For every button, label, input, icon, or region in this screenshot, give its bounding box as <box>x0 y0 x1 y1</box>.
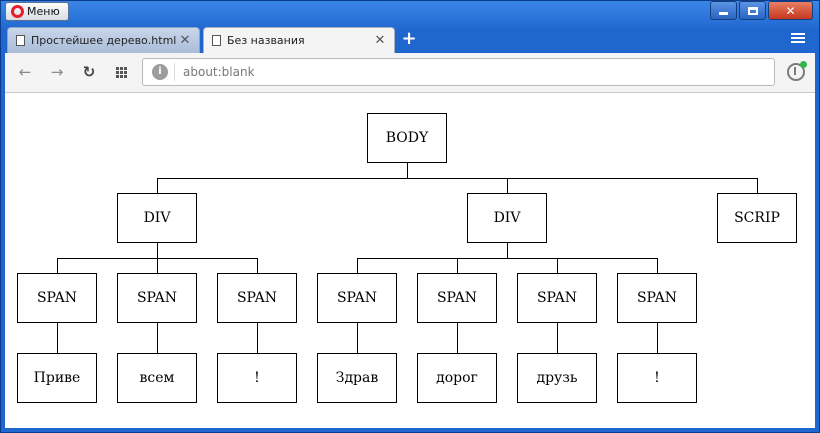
reload-button[interactable]: ↻ <box>79 62 99 82</box>
arrow-left-icon: ← <box>18 63 32 81</box>
tab-close-icon[interactable]: ✕ <box>179 33 191 48</box>
document-icon <box>212 35 221 46</box>
tree-connector <box>157 323 158 353</box>
minimize-icon <box>719 12 728 15</box>
tab-untitled[interactable]: Без названия ✕ <box>203 27 395 53</box>
tree-node-text: дорог <box>417 353 497 403</box>
tree-connector <box>57 258 58 273</box>
tree-connector <box>357 323 358 353</box>
opera-menu-button[interactable]: Меню <box>5 2 69 21</box>
tree-connector <box>757 178 758 193</box>
tree-connector <box>257 258 258 273</box>
tree-connector <box>157 178 158 193</box>
tree-node-span: SPAN <box>517 273 597 323</box>
tree-connector <box>57 323 58 353</box>
tree-connector <box>357 258 358 273</box>
tree-node-text: Здрав <box>317 353 397 403</box>
site-info-icon[interactable]: i <box>152 64 168 80</box>
address-separator <box>174 63 175 81</box>
speed-dial-button[interactable] <box>111 62 131 82</box>
opera-logo-icon <box>11 5 24 18</box>
tree-node-span: SPAN <box>17 273 97 323</box>
tree-node-span: SPAN <box>617 273 697 323</box>
tree-connector <box>657 323 658 353</box>
tab-close-icon[interactable]: ✕ <box>374 33 386 48</box>
new-tab-button[interactable]: + <box>401 28 417 49</box>
download-icon[interactable] <box>787 61 807 81</box>
tree-node-span: SPAN <box>217 273 297 323</box>
tab-strip: Простейшее дерево.html ✕ Без названия ✕ … <box>5 25 815 53</box>
tree-connector <box>257 323 258 353</box>
tree-node-span: SPAN <box>117 273 197 323</box>
tree-connector <box>657 258 658 273</box>
maximize-icon <box>747 6 758 15</box>
tree-node-span: SPAN <box>417 273 497 323</box>
tree-node-text: ! <box>617 353 697 403</box>
tree-node-text: друзь <box>517 353 597 403</box>
tab-title: Без названия <box>227 34 305 47</box>
grid-icon <box>115 66 127 78</box>
minimize-button[interactable] <box>710 1 737 20</box>
close-window-button[interactable]: ✕ <box>768 1 813 20</box>
tree-connector <box>507 178 508 193</box>
tree-node-text: Приве <box>17 353 97 403</box>
tree-connector <box>157 243 158 258</box>
tree-node-div: DIV <box>117 193 197 243</box>
tree-connector <box>557 323 558 353</box>
tree-node-text: ! <box>217 353 297 403</box>
tree-connector <box>507 243 508 258</box>
address-text: about:blank <box>183 65 255 79</box>
tree-connector <box>557 258 558 273</box>
menu-label: Меню <box>27 5 60 18</box>
address-bar[interactable]: i about:blank <box>142 58 775 86</box>
tree-connector <box>407 163 408 178</box>
maximize-button[interactable] <box>739 1 766 20</box>
back-button[interactable]: ← <box>15 62 35 82</box>
document-icon <box>16 35 25 46</box>
tree-node-span: SPAN <box>317 273 397 323</box>
tree-node-body: BODY <box>367 113 447 163</box>
tree-connector <box>457 323 458 353</box>
tab-menu-icon[interactable] <box>791 33 805 45</box>
tree-connector <box>157 178 758 179</box>
close-icon: ✕ <box>785 3 796 18</box>
tree-connector <box>157 258 158 273</box>
tree-connector <box>457 258 458 273</box>
window-controls: ✕ <box>708 1 813 21</box>
tab-simple-tree[interactable]: Простейшее дерево.html ✕ <box>7 27 200 53</box>
navigation-toolbar: ← → ↻ i about:blank <box>5 53 815 93</box>
tab-title: Простейшее дерево.html <box>31 34 177 47</box>
tree-node-text: всем <box>117 353 197 403</box>
page-content: BODY DIV DIV SCRIP SPAN SPAN SPAN SPAN S… <box>5 93 815 428</box>
tree-node-div: DIV <box>467 193 547 243</box>
forward-button[interactable]: → <box>47 62 67 82</box>
reload-icon: ↻ <box>82 63 96 81</box>
tree-connector <box>357 258 658 259</box>
arrow-right-icon: → <box>50 63 64 81</box>
tree-node-script: SCRIP <box>717 193 797 243</box>
